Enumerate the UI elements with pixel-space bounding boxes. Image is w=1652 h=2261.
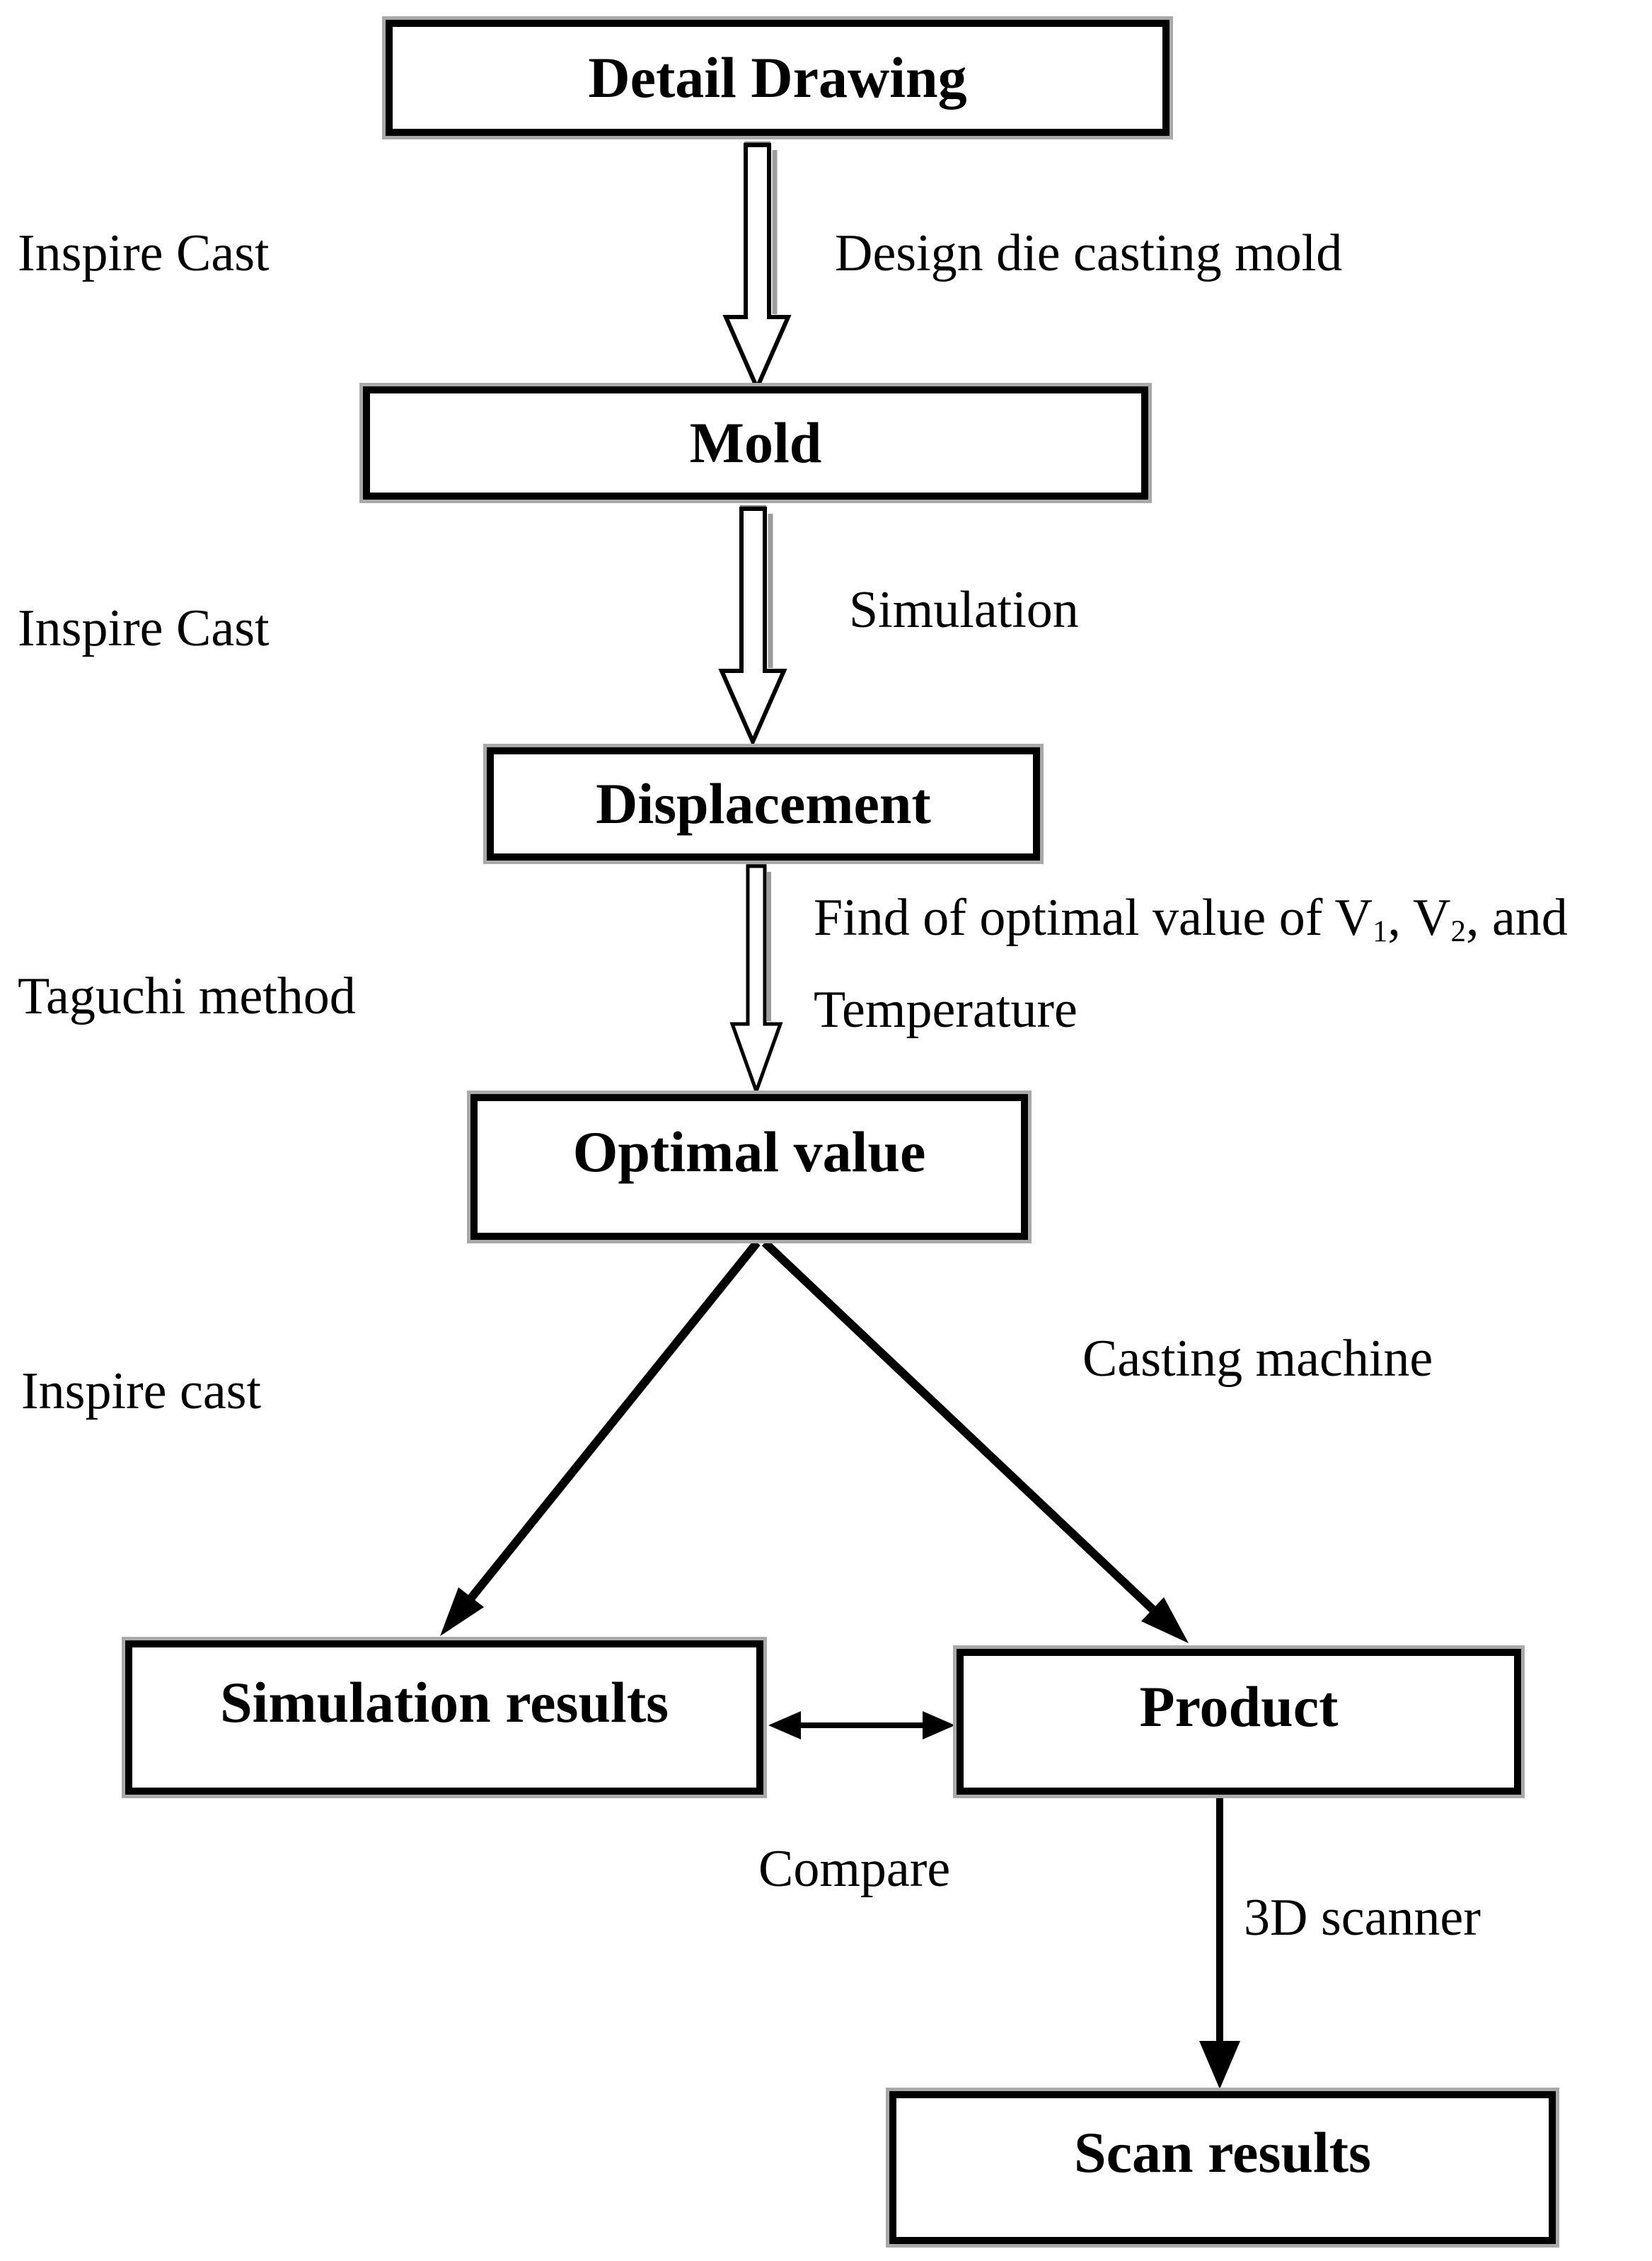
box-optimal-value-label: Optimal value [572, 1120, 926, 1184]
arrow-optimal-to-product [761, 1239, 1189, 1643]
box-displacement-label: Displacement [596, 771, 931, 836]
box-simulation-results: Simulation results [122, 1637, 767, 1798]
arrow-displacement-to-optimal [729, 863, 783, 1097]
label-compare: Compare [758, 1840, 951, 1898]
box-detail-drawing: Detail Drawing [382, 16, 1173, 139]
label-inspire-cast-3: Inspire cast [21, 1362, 262, 1420]
arrow-compare-double [768, 1711, 955, 1739]
box-mold: Mold [359, 383, 1152, 503]
find-optimal-part3: , and [1465, 889, 1568, 947]
box-product-label: Product [1139, 1674, 1339, 1739]
label-inspire-cast-2: Inspire Cast [18, 599, 270, 657]
box-displacement: Displacement [483, 744, 1044, 864]
find-optimal-part1: Find of optimal value of V [814, 889, 1373, 947]
label-design-die-casting-mold: Design die casting mold [835, 224, 1343, 282]
find-optimal-line2: Temperature [814, 981, 1078, 1039]
label-simulation: Simulation [849, 581, 1079, 639]
arrow-mold-to-displacement [718, 505, 787, 747]
find-optimal-sub1: 1 [1372, 915, 1388, 949]
find-optimal-part2: , V [1387, 889, 1451, 947]
label-find-optimal-value: Find of optimal value of V1, V2, and Tem… [814, 872, 1652, 1056]
box-simulation-results-label: Simulation results [219, 1670, 669, 1734]
box-mold-label: Mold [689, 410, 822, 475]
box-scan-results-label: Scan results [1074, 2120, 1371, 2185]
find-optimal-sub2: 2 [1450, 915, 1466, 949]
label-3d-scanner: 3D scanner [1244, 1889, 1481, 1947]
box-product: Product [953, 1645, 1525, 1798]
box-scan-results: Scan results [886, 2088, 1559, 2248]
box-optimal-value: Optimal value [467, 1091, 1032, 1243]
label-casting-machine: Casting machine [1082, 1330, 1433, 1388]
arrow-detail-to-mold [722, 142, 792, 393]
label-taguchi-method: Taguchi method [18, 967, 356, 1025]
arrow-optimal-to-simulation-results [440, 1240, 761, 1636]
arrow-product-to-scan-results [1199, 1797, 1240, 2089]
label-inspire-cast-1: Inspire Cast [18, 224, 270, 282]
box-detail-drawing-label: Detail Drawing [588, 45, 967, 110]
